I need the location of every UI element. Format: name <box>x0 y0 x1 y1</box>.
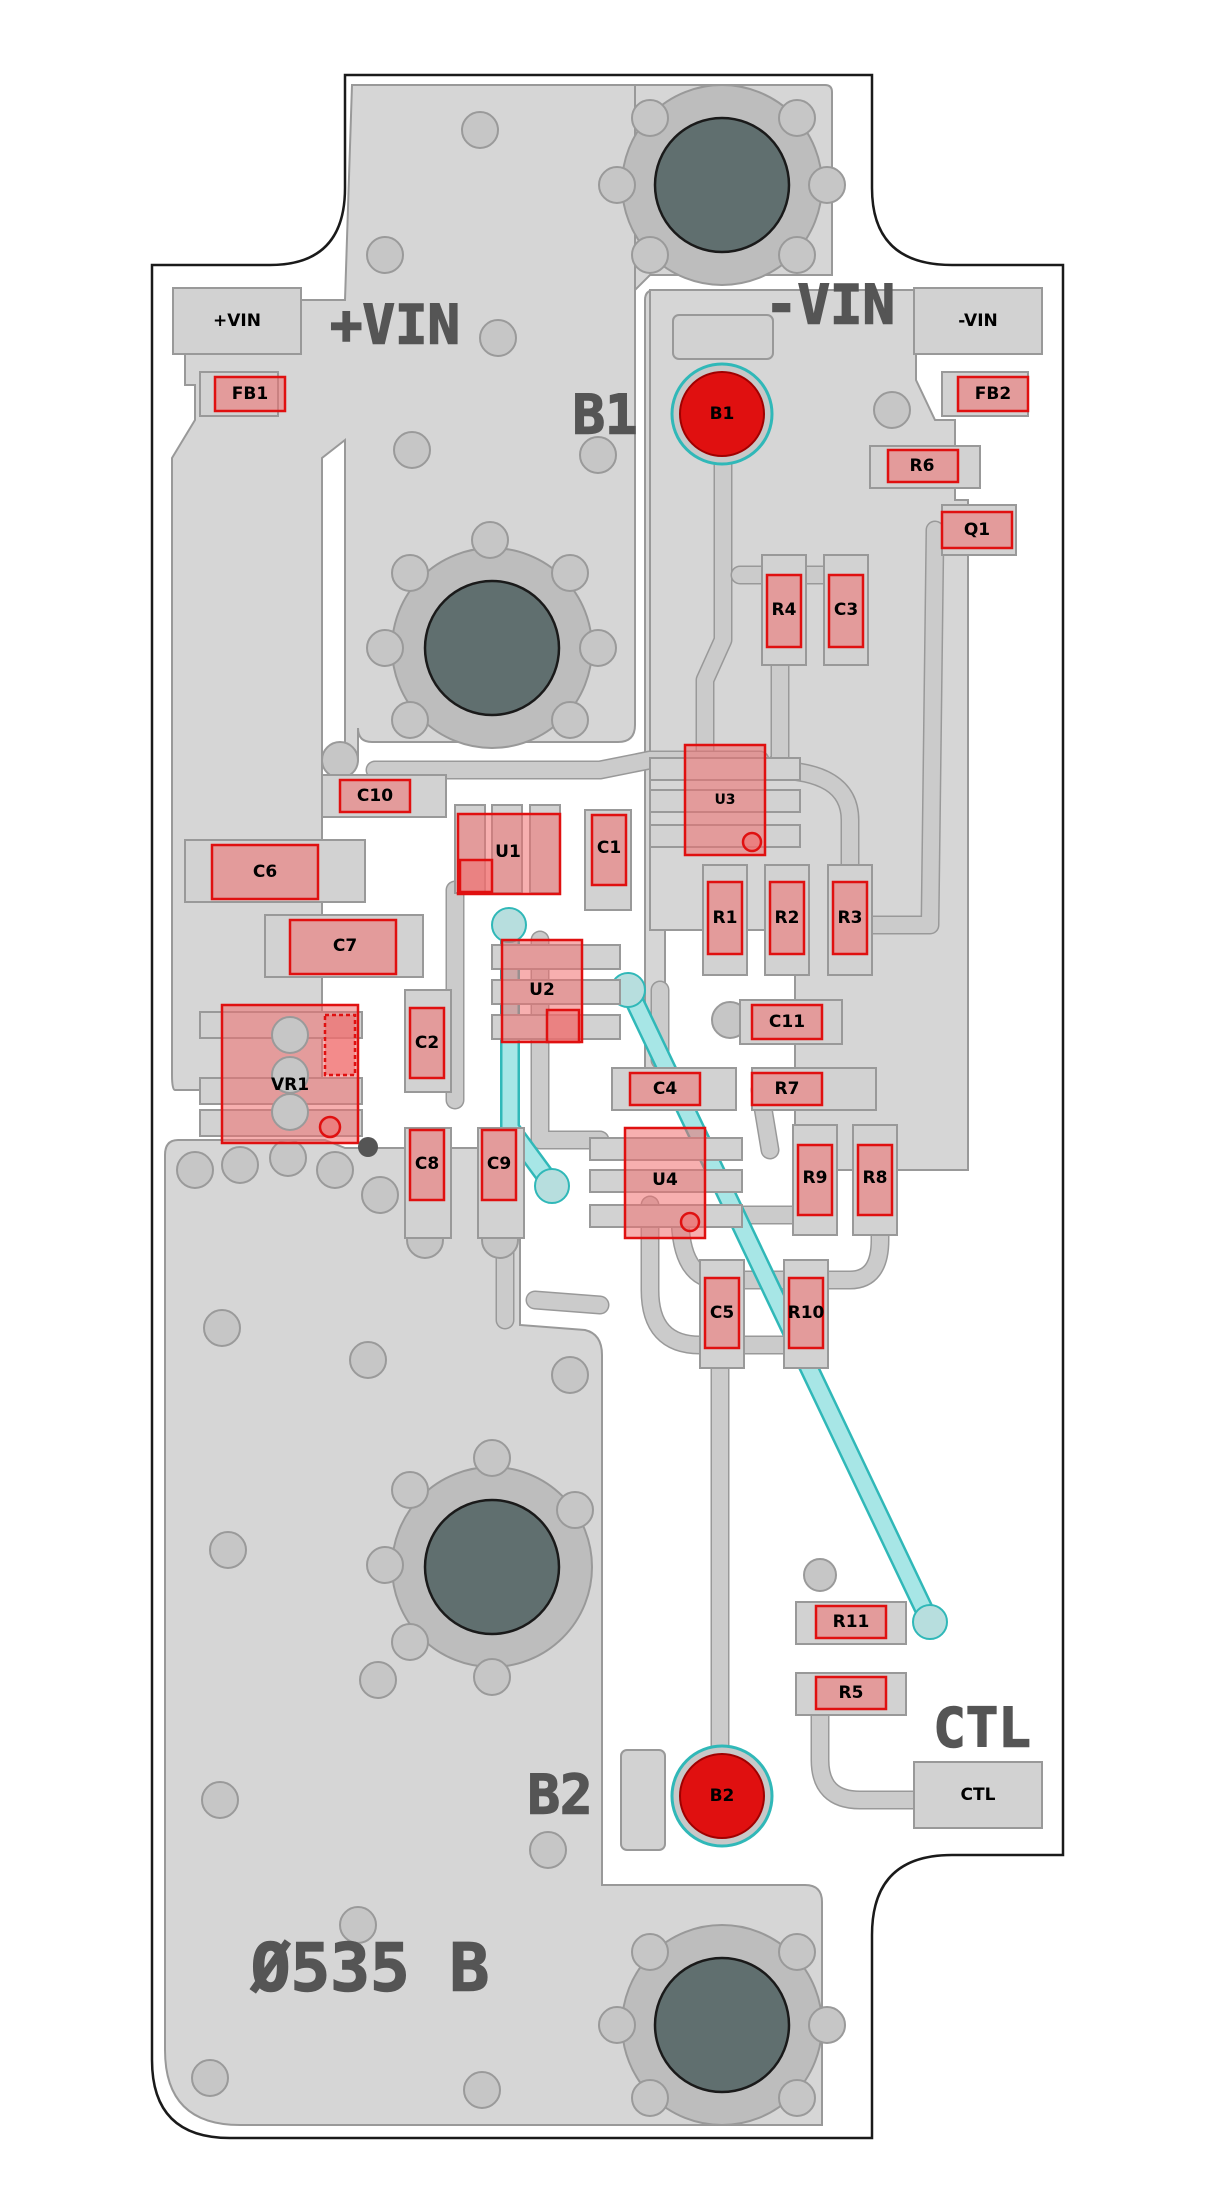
component-label-c5: C5 <box>710 1303 734 1323</box>
component-r6[interactable]: R6 <box>869 445 981 489</box>
terminal-vin-neg[interactable]: -VIN <box>913 287 1043 355</box>
component-label-r3: R3 <box>838 908 863 928</box>
component-fb2[interactable]: FB2 <box>941 371 1030 417</box>
component-u1[interactable]: U1 <box>454 804 562 896</box>
component-label-c4: C4 <box>653 1079 677 1099</box>
component-c7[interactable]: C7 <box>264 914 424 978</box>
component-r10[interactable]: R10 <box>783 1259 829 1369</box>
component-label-c1: C1 <box>597 838 621 858</box>
component-r5[interactable]: R5 <box>795 1672 907 1716</box>
component-label-u2: U2 <box>529 980 555 1000</box>
silk-ctl: CTL <box>933 1697 1031 1760</box>
component-label-c2: C2 <box>415 1033 439 1053</box>
component-label-c3: C3 <box>834 600 858 620</box>
component-label-c10: C10 <box>357 786 393 806</box>
mounting-hole-bottom <box>598 1924 846 2126</box>
component-c10[interactable]: C10 <box>321 774 447 818</box>
component-label-r2: R2 <box>775 908 800 928</box>
test-point-b2[interactable]: B2 <box>620 1744 774 1851</box>
component-c4[interactable]: C4 <box>611 1067 737 1111</box>
terminal-ctl[interactable]: CTL <box>913 1761 1043 1829</box>
component-c9[interactable]: C9 <box>477 1127 525 1239</box>
component-label-c6: C6 <box>253 862 277 882</box>
component-label-r10: R10 <box>788 1303 825 1323</box>
silk-vin-pos: +VIN <box>330 294 460 357</box>
mounting-hole-lower-left <box>366 1439 594 1696</box>
component-label-vr1: VR1 <box>271 1075 309 1095</box>
component-label-u3: U3 <box>714 792 735 808</box>
component-label-r1: R1 <box>713 908 738 928</box>
silk-vin-neg: -VIN <box>765 274 895 337</box>
component-r8[interactable]: R8 <box>852 1124 898 1236</box>
component-c6[interactable]: C6 <box>184 839 366 903</box>
component-c8[interactable]: C8 <box>404 1127 452 1239</box>
component-label-r9: R9 <box>803 1168 828 1188</box>
terminal-label-vin-pos: +VIN <box>213 311 261 331</box>
component-label-u1: U1 <box>495 842 521 862</box>
test-point-label-b2: B2 <box>710 1786 735 1806</box>
test-point-label-b1: B1 <box>710 404 735 424</box>
component-label-fb2: FB2 <box>975 384 1011 404</box>
component-u4[interactable]: U4 <box>589 1126 743 1240</box>
component-r11[interactable]: R11 <box>795 1601 907 1645</box>
silk-b1: B1 <box>572 384 637 447</box>
component-c2[interactable]: C2 <box>404 989 452 1093</box>
component-label-c9: C9 <box>487 1154 511 1174</box>
component-label-r4: R4 <box>772 600 797 620</box>
component-q1[interactable]: Q1 <box>940 504 1017 556</box>
component-label-c11: C11 <box>769 1012 805 1032</box>
component-c1[interactable]: C1 <box>584 809 632 911</box>
component-r4[interactable]: R4 <box>761 554 807 666</box>
terminal-vin-pos[interactable]: +VIN <box>172 287 302 355</box>
component-label-u4: U4 <box>652 1170 678 1190</box>
component-label-r7: R7 <box>775 1079 800 1099</box>
test-point-b1[interactable]: B1 <box>670 314 774 466</box>
mounting-hole-upper-left <box>366 521 617 749</box>
component-c5[interactable]: C5 <box>699 1259 745 1369</box>
component-c3[interactable]: C3 <box>823 554 869 666</box>
component-r7[interactable]: R7 <box>750 1067 877 1111</box>
component-label-fb1: FB1 <box>232 384 268 404</box>
terminal-label-vin-neg: -VIN <box>958 311 998 331</box>
component-label-r5: R5 <box>839 1683 864 1703</box>
component-label-q1: Q1 <box>964 520 990 540</box>
silk-b2: B2 <box>527 1764 592 1827</box>
component-fb1[interactable]: FB1 <box>199 371 287 417</box>
component-r9[interactable]: R9 <box>792 1124 838 1236</box>
component-c11[interactable]: C11 <box>739 999 843 1045</box>
component-label-r6: R6 <box>910 456 935 476</box>
mounting-hole-top <box>598 84 846 286</box>
component-label-r11: R11 <box>833 1612 870 1632</box>
component-vr1[interactable]: VR1 <box>199 1003 378 1157</box>
component-u3[interactable]: U3 <box>649 743 801 857</box>
component-u2[interactable]: U2 <box>491 938 621 1044</box>
component-r1[interactable]: R1 <box>702 864 748 976</box>
component-label-c8: C8 <box>415 1154 439 1174</box>
component-label-r8: R8 <box>863 1168 888 1188</box>
terminal-label-ctl: CTL <box>961 1785 996 1805</box>
board-id: Ø535 B <box>250 1930 489 2007</box>
component-r3[interactable]: R3 <box>827 864 873 976</box>
component-r2[interactable]: R2 <box>764 864 810 976</box>
component-label-c7: C7 <box>333 936 357 956</box>
